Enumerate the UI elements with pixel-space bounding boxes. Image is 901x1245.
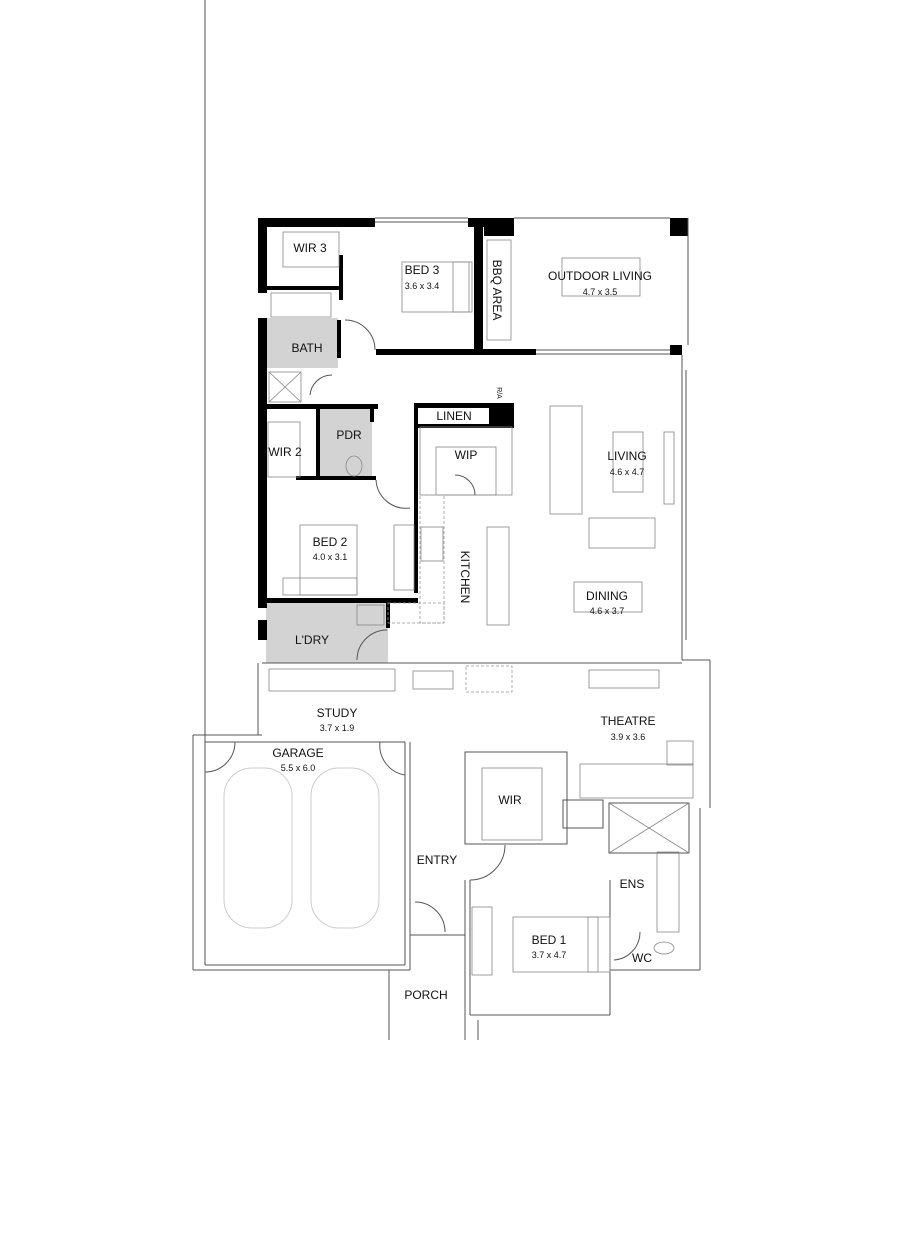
- label-living: LIVING: [607, 449, 646, 463]
- dim-bed1: 3.7 x 4.7: [532, 950, 567, 960]
- label-wir3: WIR 3: [293, 241, 327, 255]
- label-ra: R/A: [495, 387, 502, 399]
- label-ens: ENS: [620, 877, 645, 891]
- label-wc: WC: [632, 951, 652, 965]
- dim-theatre: 3.9 x 3.6: [611, 732, 646, 742]
- label-garage: GARAGE: [272, 746, 323, 760]
- laundry-floor: [266, 603, 388, 663]
- dim-garage: 5.5 x 6.0: [281, 763, 316, 773]
- dim-dining: 4.6 x 3.7: [590, 606, 625, 616]
- label-wip: WIP: [455, 448, 478, 462]
- dim-study: 3.7 x 1.9: [320, 723, 355, 733]
- dim-bed3: 3.6 x 3.4: [405, 281, 440, 291]
- label-pdr: PDR: [336, 428, 362, 442]
- label-bed1: BED 1: [532, 933, 567, 947]
- label-bed2: BED 2: [313, 535, 348, 549]
- label-laundry: L'DRY: [295, 633, 329, 647]
- label-entry: ENTRY: [417, 853, 457, 867]
- label-bed3: BED 3: [405, 263, 440, 277]
- label-porch: PORCH: [404, 988, 447, 1002]
- walls: [258, 218, 688, 640]
- dim-outdoor-living: 4.7 x 3.5: [583, 287, 618, 297]
- bath-floor: [266, 318, 338, 368]
- label-theatre: THEATRE: [600, 714, 655, 728]
- furniture: [223, 231, 694, 976]
- label-kitchen: KITCHEN: [458, 551, 472, 604]
- dim-living: 4.6 x 4.7: [610, 467, 645, 477]
- label-outdoor-living: OUTDOOR LIVING: [548, 269, 652, 283]
- label-dining: DINING: [586, 589, 628, 603]
- door-swings: [204, 319, 641, 961]
- label-wir: WIR: [498, 793, 522, 807]
- label-bbq-area: BBQ AREA: [490, 260, 504, 321]
- label-study: STUDY: [317, 706, 358, 720]
- label-linen: LINEN: [436, 409, 471, 423]
- room-labels: WIR 3 BED 3 3.6 x 3.4 BBQ AREA OUTDOOR L…: [268, 241, 655, 1002]
- label-bath: BATH: [291, 341, 322, 355]
- label-wir2: WIR 2: [268, 445, 302, 459]
- dim-bed2: 4.0 x 3.1: [313, 552, 348, 562]
